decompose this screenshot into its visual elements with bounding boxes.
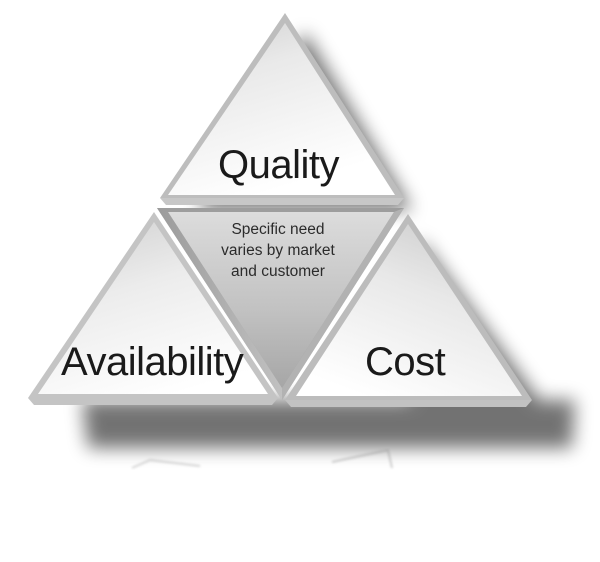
center-description: Specific need varies by market and custo… [200,219,356,282]
reflection-right [331,449,393,469]
cost-label: Cost [365,340,446,384]
triangle-center [157,208,404,400]
quality-label: Quality [218,143,340,187]
center-line: Specific need [231,221,325,238]
center-line: and customer [231,263,325,280]
triangle-right [285,214,532,407]
triangle-left [28,212,278,405]
reflection-left [131,459,201,469]
center-line: varies by market [221,242,335,259]
triangle-top [160,13,404,205]
reflection [131,449,393,469]
availability-label: Availability [61,340,244,384]
